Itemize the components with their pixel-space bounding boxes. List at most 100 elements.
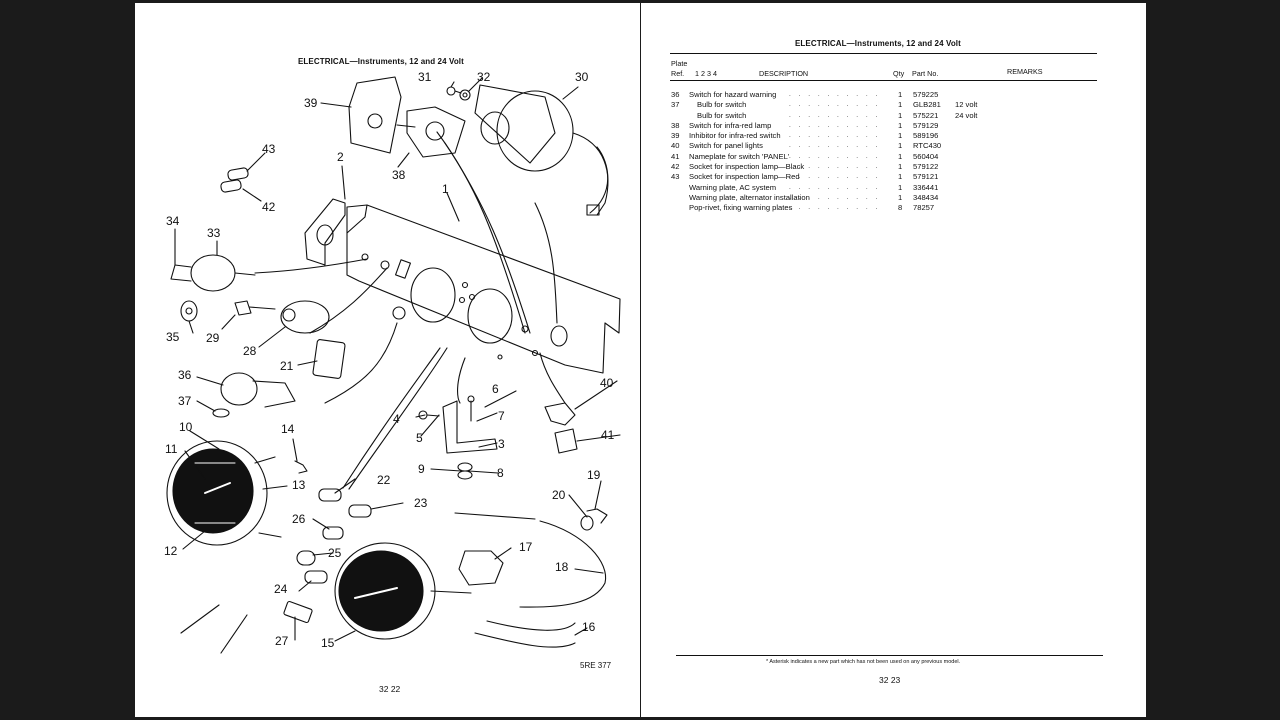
leader-dots: . . . . . . . . . .	[789, 183, 881, 191]
row-description: Inhibitor for infra-red switch	[689, 131, 781, 141]
left-page: ELECTRICAL—Instruments, 12 and 24 Volt	[135, 3, 640, 717]
leader-dots: . . . . . . . . . .	[789, 152, 881, 160]
callout-16: 16	[582, 620, 596, 634]
row-part-no: 589196	[913, 131, 939, 141]
row-part-no: 575221	[913, 110, 939, 120]
right-page-number: 32 23	[879, 675, 901, 685]
header-rule-top	[670, 53, 1097, 55]
leader-dots: . . . . . . . . . .	[789, 111, 881, 119]
callout-4: 4	[393, 412, 400, 426]
parts-table: 36 Switch for hazard warning . . . . . . .…	[671, 90, 1031, 214]
panel-gauge-hole	[410, 267, 456, 323]
callout-30: 30	[575, 70, 589, 84]
callout-34: 34	[166, 214, 180, 228]
callout-1: 1	[442, 182, 449, 196]
inhibitor	[348, 76, 402, 154]
leader-dots: . . . . . . . . . .	[789, 204, 881, 212]
row-ref: 43	[671, 172, 680, 182]
row-qty: 1	[898, 172, 903, 182]
callout-25: 25	[328, 546, 342, 560]
row-part-no: 579122	[913, 162, 939, 172]
rotary-switch	[496, 90, 574, 172]
callout-11: 11	[165, 442, 178, 456]
callout-22: 22	[377, 473, 391, 487]
row-qty: 1	[898, 110, 903, 120]
row-qty: 1	[898, 120, 903, 130]
row-ref: 37	[671, 100, 680, 110]
header-ref: Ref.	[671, 69, 685, 78]
row-part-no: RTC430	[913, 141, 942, 151]
callout-6: 6	[492, 382, 499, 396]
callout-18: 18	[555, 560, 569, 574]
row-description: Warning plate, AC system	[689, 182, 777, 192]
row-part-no: 579121	[913, 172, 939, 182]
callout-38: 38	[392, 168, 406, 182]
callout-21: 21	[280, 359, 294, 373]
row-part-no: 348434	[913, 192, 939, 202]
table-row: 42 Socket for inspection lamp—Black. . . …	[671, 162, 1031, 172]
row-part-no: 560404	[913, 151, 939, 161]
callout-24: 24	[274, 582, 288, 596]
callout-33: 33	[207, 226, 221, 240]
row-part-no: 579225	[913, 90, 939, 99]
callout-13: 13	[292, 478, 306, 492]
row-ref: 38	[671, 120, 680, 130]
row-ref: 39	[671, 131, 680, 141]
header-rule-bottom	[670, 80, 1097, 81]
row-ref: 36	[671, 90, 680, 99]
row-ref: 41	[671, 151, 680, 161]
row-ref: 42	[671, 162, 680, 172]
leader-dots: . . . . . . . . . .	[789, 132, 881, 140]
header-plate: Plate	[671, 59, 688, 68]
row-description: Nameplate for switch 'PANEL'	[689, 151, 790, 161]
instrument-panel	[346, 204, 621, 374]
row-description: Switch for hazard warning	[689, 90, 777, 99]
callout-23: 23	[414, 496, 428, 510]
row-description: Socket for inspection lamp—Black	[689, 162, 805, 172]
callout-17: 17	[519, 540, 533, 554]
callout-14: 14	[281, 422, 295, 436]
row-remarks: 12 volt	[955, 100, 978, 110]
figure-reference: 5RE 377	[580, 661, 612, 670]
callout-10: 10	[179, 420, 193, 434]
header-qty: Qty	[893, 69, 905, 78]
row-qty: 1	[898, 162, 903, 172]
row-qty: 1	[898, 192, 903, 202]
leader-dots: . . . . . . . . . .	[789, 101, 881, 109]
row-part-no: 336441	[913, 182, 939, 192]
callout-39: 39	[304, 96, 318, 110]
callout-5: 5	[416, 431, 423, 445]
left-page-title: ELECTRICAL—Instruments, 12 and 24 Volt	[298, 57, 464, 66]
header-cols: 1 2 3 4	[695, 69, 717, 78]
bracket	[304, 198, 346, 266]
row-part-no: GLB281	[913, 100, 941, 110]
callout-12: 12	[164, 544, 178, 558]
callout-32: 32	[477, 70, 491, 84]
warning-lamp	[312, 339, 346, 379]
row-description: Pop-rivet, fixing warning plates	[689, 203, 793, 213]
leader-dots: . . . . . . . . . .	[789, 121, 881, 129]
callout-40: 40	[600, 376, 614, 390]
left-page-number: 32 22	[379, 684, 401, 694]
table-row: 41 Nameplate for switch 'PANEL'. . . . . …	[671, 152, 1031, 162]
infra-red-switch	[406, 106, 466, 158]
callout-37: 37	[178, 394, 192, 408]
table-row: Pop-rivet, fixing warning plates. . . . …	[671, 203, 1031, 213]
row-description: Warning plate, alternator installation	[689, 192, 810, 202]
callout-labels: 30 31 32 39 38 2 1 43 42 34 33 35 29 28 …	[164, 70, 615, 650]
row-description: Bulb for switch	[697, 110, 747, 120]
row-part-no: 579129	[913, 120, 939, 130]
row-description: Socket for inspection lamp—Red	[689, 172, 800, 182]
table-row: 39 Inhibitor for infra-red switch . . . . …	[671, 131, 1031, 141]
right-page-title: ELECTRICAL—Instruments, 12 and 24 Volt	[795, 39, 961, 48]
row-qty: 1	[898, 182, 903, 192]
leader-dots: . . . . . . . . . .	[789, 163, 881, 171]
header-description: DESCRIPTION	[759, 69, 809, 78]
callout-29: 29	[206, 331, 220, 345]
callout-27: 27	[275, 634, 289, 648]
